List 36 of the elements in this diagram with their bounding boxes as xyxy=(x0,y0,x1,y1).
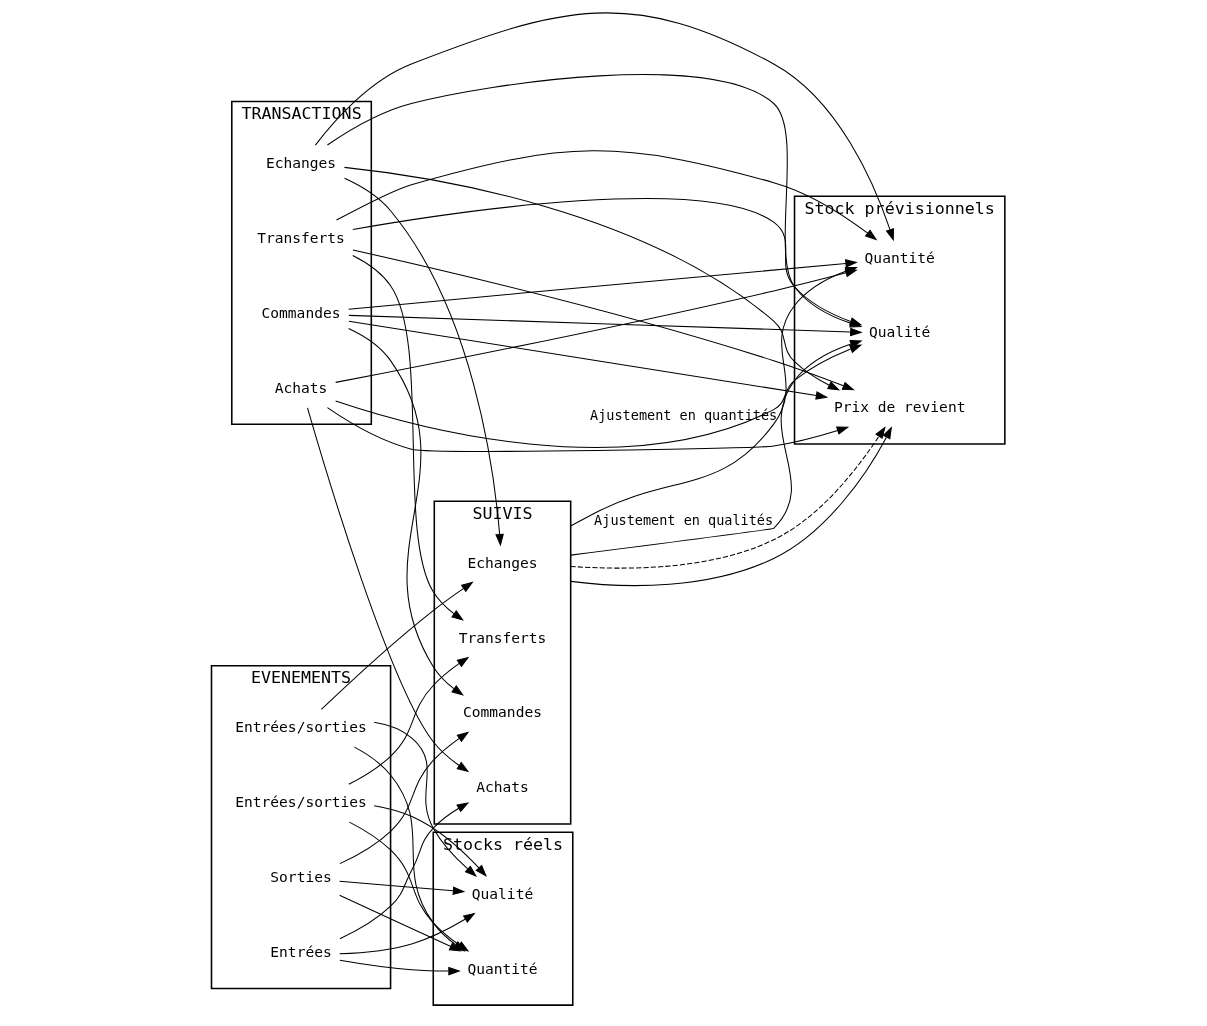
node-text: Prix de revient xyxy=(833,398,965,416)
node-text: Transferts xyxy=(256,228,345,246)
node-text: Entrées/sorties xyxy=(234,793,367,810)
node-text: Achats xyxy=(274,378,327,396)
node-text: Quantité xyxy=(864,248,935,266)
node-text: Quantité xyxy=(466,959,538,977)
arrow xyxy=(326,407,849,452)
arrow xyxy=(373,805,487,877)
arrow xyxy=(338,731,469,865)
node-text: Transferts xyxy=(458,628,546,646)
arrow xyxy=(314,12,894,242)
arrow xyxy=(343,166,840,391)
node-text: Commandes xyxy=(462,703,542,721)
node-text: Sorties xyxy=(269,867,332,885)
arrow xyxy=(351,249,855,391)
node-text: Commandes xyxy=(261,303,340,321)
arrow xyxy=(320,581,474,710)
edge-label: Ajustement en qualités xyxy=(593,511,773,528)
arrow xyxy=(347,328,464,696)
arrow xyxy=(306,407,469,773)
arrow xyxy=(347,656,469,785)
node-text: Qualité xyxy=(471,884,533,902)
node-text: Entrées xyxy=(269,942,332,960)
arrow xyxy=(373,721,477,877)
node-text: Echanges xyxy=(466,553,538,571)
arrow xyxy=(343,177,504,547)
node-text: Achats xyxy=(475,778,529,796)
arrow xyxy=(351,255,464,621)
node-text: Qualité xyxy=(868,323,930,341)
node-text: Echanges xyxy=(265,153,336,171)
arrow xyxy=(347,320,828,400)
arrow xyxy=(338,959,461,976)
node-text: Entrées/sorties xyxy=(234,718,367,736)
arrow xyxy=(335,150,877,241)
arrow xyxy=(338,802,469,940)
arrow xyxy=(338,880,465,896)
